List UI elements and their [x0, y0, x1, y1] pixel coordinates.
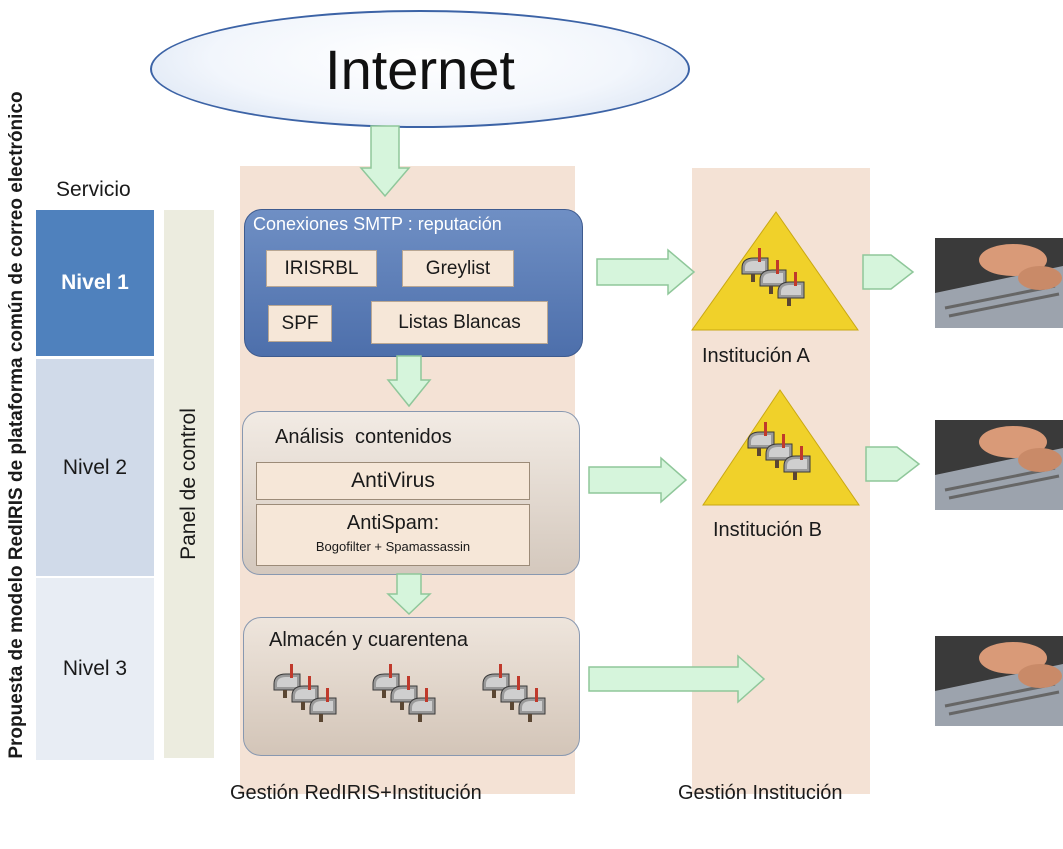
right-arrow-inst-a	[862, 254, 915, 290]
laptop-typing-photo	[935, 636, 1063, 726]
mailbox-cluster-icon	[483, 664, 545, 722]
down-arrow-smtp	[386, 355, 432, 408]
service-header: Servicio	[56, 178, 131, 201]
smtp-title: Conexiones SMTP : reputación	[253, 214, 502, 234]
laptop-typing-photo	[935, 420, 1063, 510]
antispam-detail: Bogofilter + Spamassassin	[315, 539, 471, 554]
internet-cloud: Internet	[150, 10, 690, 128]
footer-institution-management: Gestión Institución	[678, 782, 843, 804]
irisrbl-tag: IRISRBL	[266, 250, 377, 287]
level-2: Nivel 2	[36, 359, 154, 576]
footer-redis-management: Gestión RedIRIS+Institución	[230, 782, 482, 804]
mailbox-cluster-icon	[274, 664, 336, 722]
level-3: Nivel 3	[36, 578, 154, 760]
whitelist-tag: Listas Blancas	[371, 301, 548, 344]
control-panel: Panel de control	[164, 210, 214, 758]
right-arrow-smtp	[596, 248, 696, 296]
right-arrow-storage	[588, 654, 766, 704]
content-analysis-title: Análisis contenidos	[275, 426, 452, 448]
institution-b-label: Institución B	[713, 519, 822, 541]
mailbox-cluster-icon	[373, 664, 435, 722]
laptop-typing-photo	[935, 238, 1063, 328]
down-arrow-analysis	[386, 573, 432, 616]
antivirus-box: AntiVirus	[256, 462, 530, 500]
down-arrow-internet	[359, 125, 411, 198]
right-arrow-analysis	[588, 456, 688, 504]
antispam-label: AntiSpam:	[346, 512, 440, 534]
storage-quarantine-title: Almacén y cuarentena	[269, 629, 469, 651]
spf-tag: SPF	[268, 305, 332, 342]
right-arrow-inst-b	[865, 446, 921, 482]
antispam-box: AntiSpam: Bogofilter + Spamassassin	[256, 504, 530, 566]
level-1: Nivel 1	[36, 210, 154, 356]
greylist-tag: Greylist	[402, 250, 514, 287]
institution-a-label: Institución A	[702, 345, 810, 367]
